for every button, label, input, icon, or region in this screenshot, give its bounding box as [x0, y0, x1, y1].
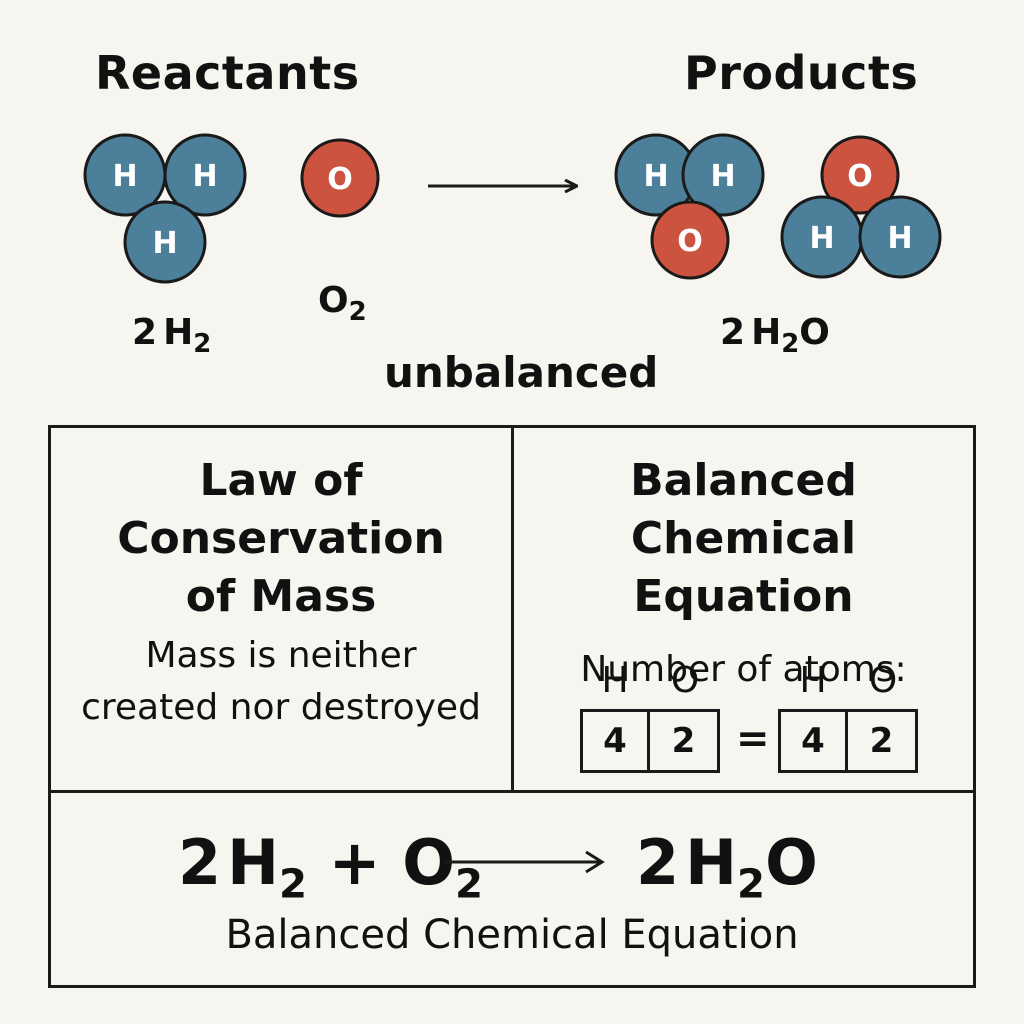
coefficient: 2: [636, 826, 680, 899]
equals-sign: =: [736, 716, 770, 762]
unbalanced-label: unbalanced: [384, 348, 659, 397]
oxygen-count: 2: [650, 709, 720, 773]
subscript: 2: [279, 860, 308, 908]
coefficient: 2: [720, 312, 746, 353]
column-head-hydrogen: H: [799, 660, 827, 701]
subscript: 2: [454, 860, 483, 908]
coefficient: 2: [132, 312, 158, 353]
atom-label: H: [152, 226, 177, 261]
hydrogen-count: 4: [580, 709, 650, 773]
balanced-equation-reactants: 2H2 + O2: [178, 826, 483, 907]
column-head-oxygen: O: [868, 660, 898, 701]
element-symbol: H: [751, 312, 782, 353]
hydrogen-atom: [163, 133, 247, 217]
conservation-title-line: Law of: [199, 455, 363, 506]
plus-sign: +: [328, 826, 381, 899]
products-heading: Products: [684, 46, 919, 100]
hydrogen-atom: [123, 200, 207, 284]
product-water-molecule: H H O: [614, 133, 765, 280]
conservation-content: Law of Conservation of Mass Mass is neit…: [51, 452, 511, 734]
equation-arrow: [444, 850, 605, 874]
balance-content: Balanced Chemical Equation Number of ato…: [514, 452, 973, 696]
atom-label: H: [710, 159, 735, 194]
oxygen-atom: [820, 135, 900, 215]
subscript: 2: [348, 297, 367, 328]
atom-label: O: [847, 159, 873, 194]
atom-label: H: [192, 159, 217, 194]
product-atom-counts: 4 2: [778, 709, 918, 773]
conservation-title-line: Conservation: [117, 513, 445, 564]
conservation-body-line: Mass is neither: [145, 635, 417, 676]
coefficient: 2: [178, 826, 222, 899]
subscript: 2: [737, 860, 766, 908]
conservation-body-line: created nor destroyed: [81, 687, 481, 728]
reactant-oxygen-formula: O2: [318, 280, 367, 327]
column-head-hydrogen: H: [601, 660, 629, 701]
element-symbol: O: [765, 826, 818, 899]
subscript: 2: [781, 329, 800, 360]
equation-panel: [48, 790, 976, 988]
oxygen-count: 2: [848, 709, 918, 773]
element-symbol: H: [163, 312, 194, 353]
oxygen-atom: [300, 138, 380, 218]
hydrogen-atom: [681, 133, 765, 217]
hydrogen-atom: [858, 195, 942, 279]
product-water-molecule: O H H: [780, 135, 942, 279]
atom-label: H: [887, 221, 912, 256]
atom-label: H: [112, 159, 137, 194]
reactants-heading: Reactants: [95, 46, 360, 100]
column-head-oxygen: O: [670, 660, 700, 701]
reactant-oxygen-molecule: O: [300, 138, 380, 218]
atom-label: O: [677, 224, 703, 259]
element-symbol: O: [799, 312, 830, 353]
conservation-title-line: of Mass: [185, 571, 377, 622]
reactant-hydrogen-molecule: H H H: [83, 133, 247, 284]
oxygen-atom: [650, 200, 730, 280]
subscript: 2: [193, 329, 212, 360]
molecule-diagram: H H H O H H O O H H: [83, 133, 942, 284]
atoms-count-label: Number of atoms:: [580, 649, 907, 690]
balance-title-line: Balanced: [630, 455, 857, 506]
hydrogen-count: 4: [778, 709, 848, 773]
atom-label: H: [809, 221, 834, 256]
atom-label: H: [643, 159, 668, 194]
equation-caption: Balanced Chemical Equation: [225, 912, 799, 958]
balanced-equation-product: 2H2O: [636, 826, 818, 907]
element-symbol: H: [227, 826, 280, 899]
element-symbol: O: [318, 280, 349, 321]
element-symbol: H: [685, 826, 738, 899]
atom-label: O: [327, 162, 353, 197]
balance-title-line: Chemical Equation: [630, 513, 857, 622]
reactant-atom-counts: 4 2: [580, 709, 720, 773]
